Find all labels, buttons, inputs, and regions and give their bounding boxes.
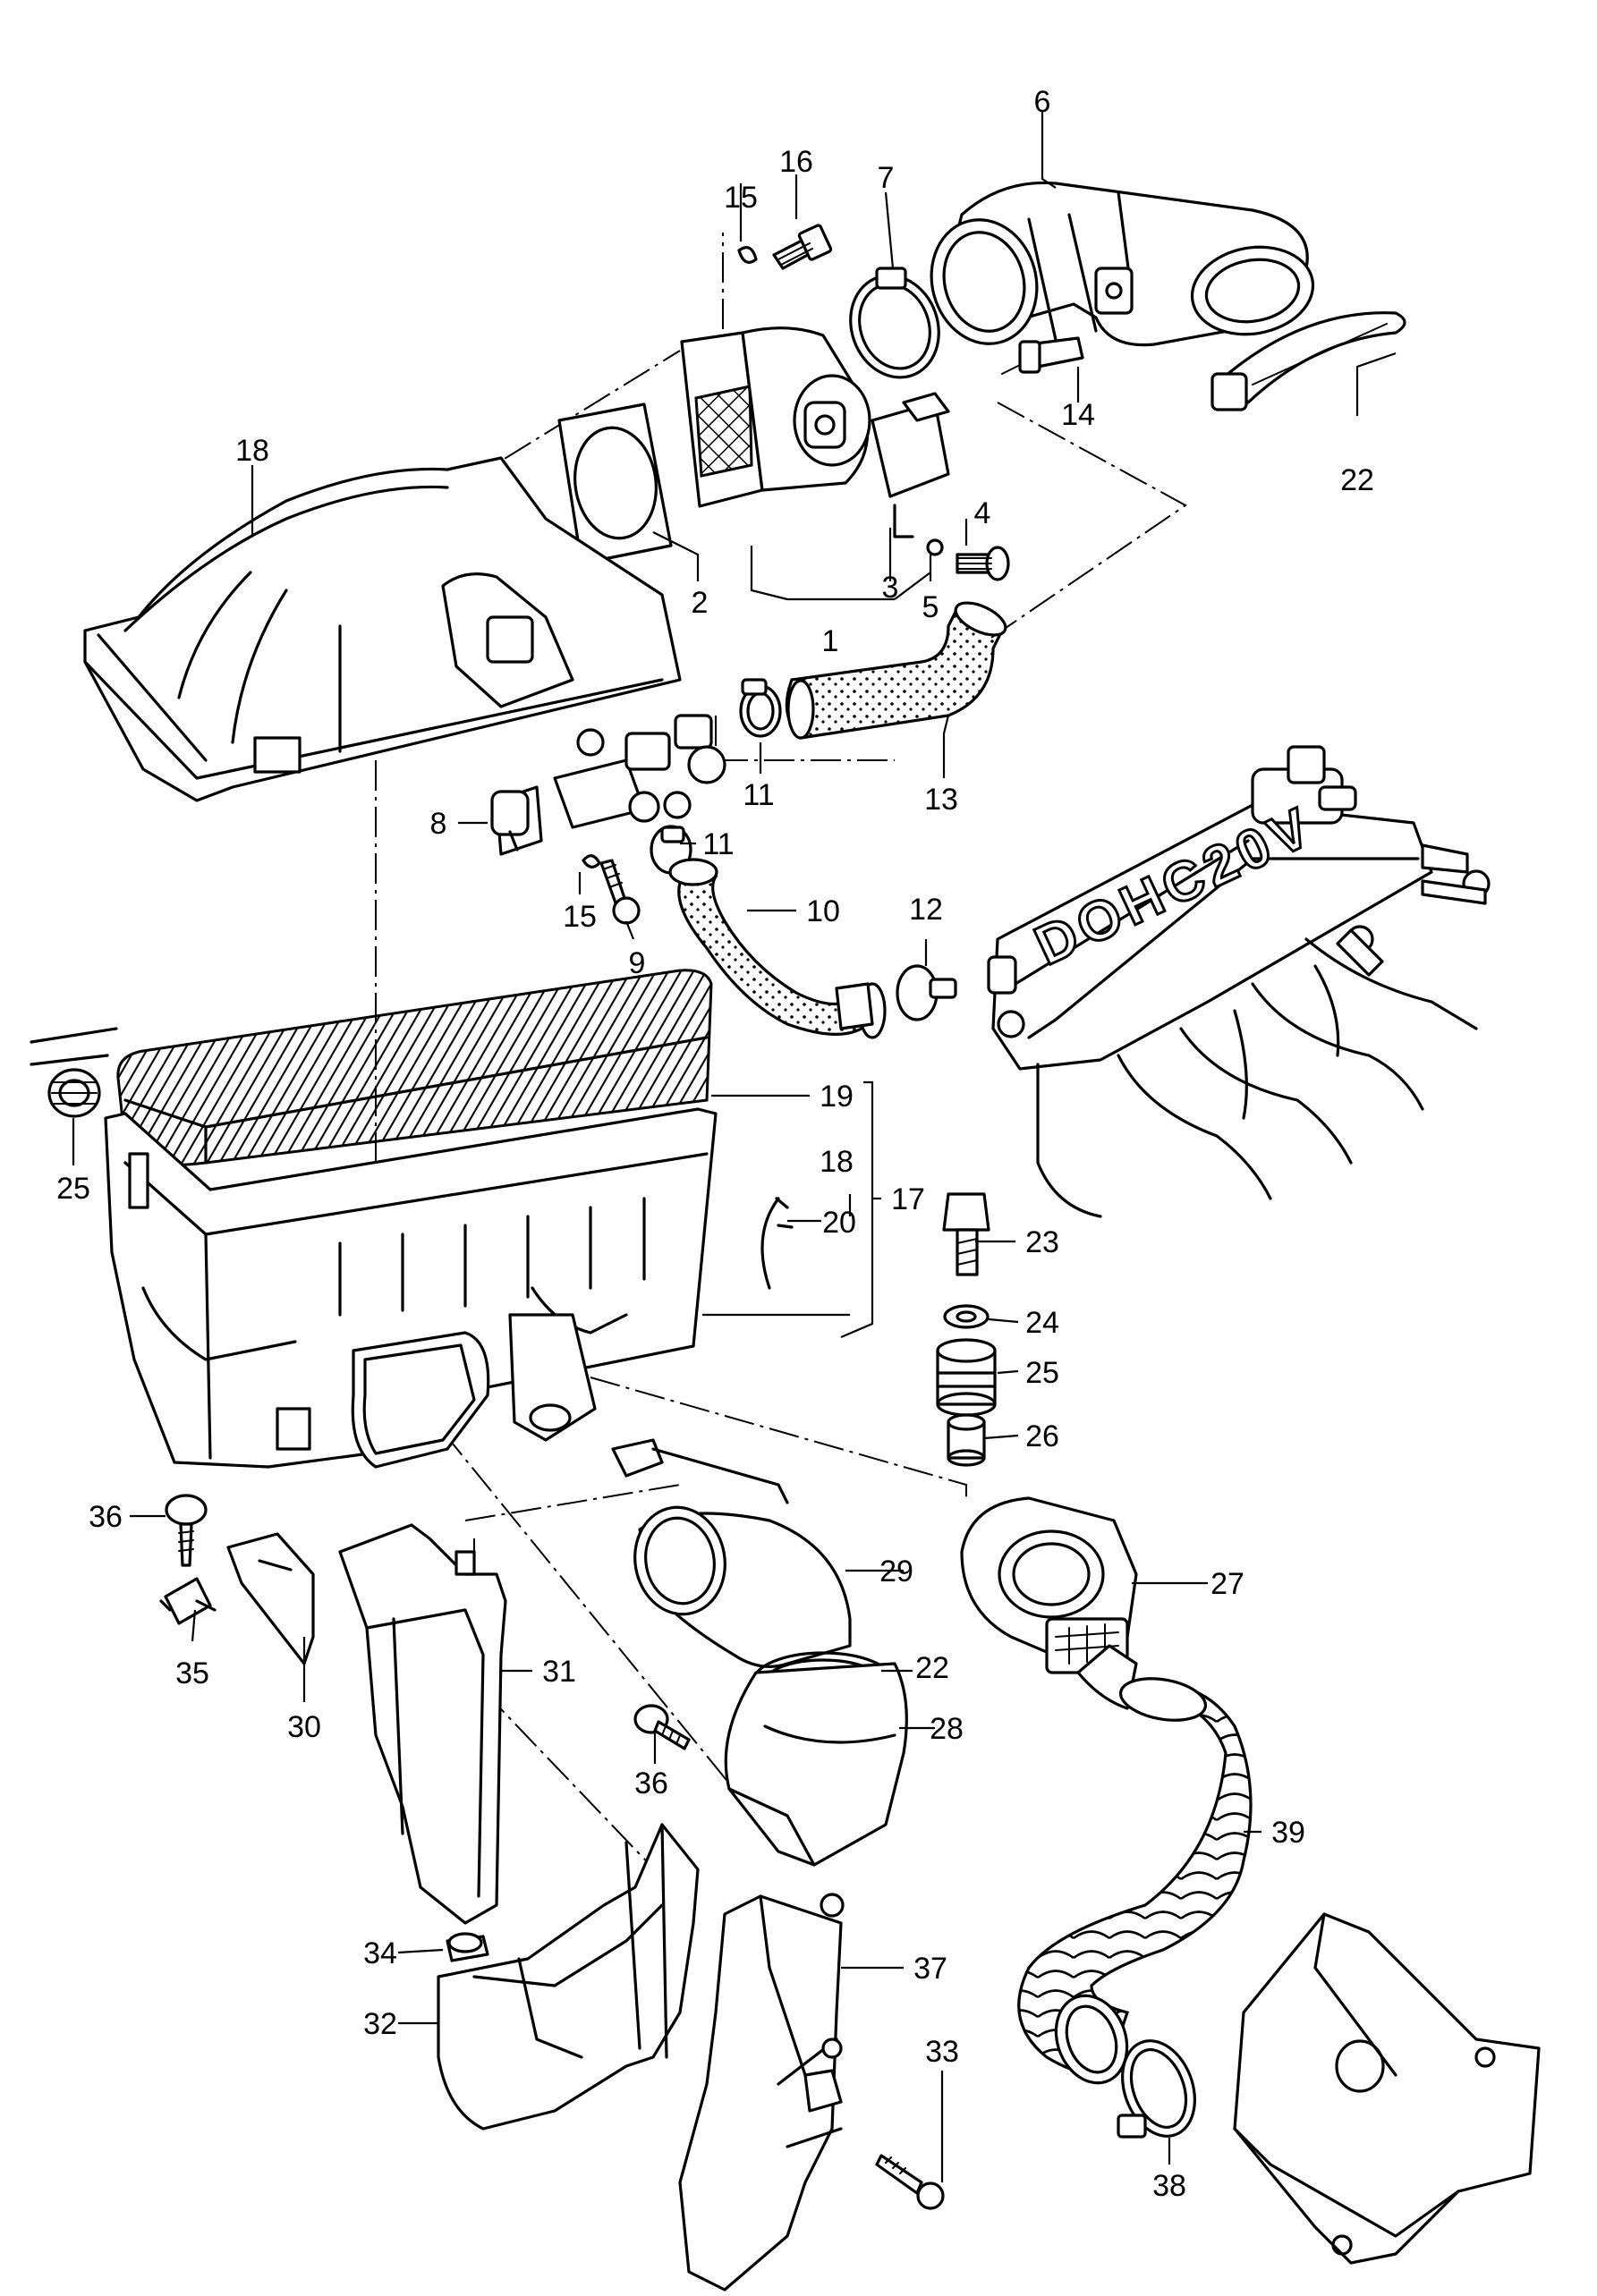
part-13-hose [785, 601, 1007, 740]
part-30-bracket [226, 1532, 315, 1665]
callout-19: 19 [820, 1080, 854, 1114]
callout-22-top: 22 [1340, 463, 1374, 497]
part-33-screw [875, 2154, 945, 2210]
callout-9: 9 [629, 946, 646, 980]
callout-6: 6 [1034, 85, 1051, 119]
callout-15-lower: 15 [563, 900, 597, 934]
callout-31: 31 [542, 1655, 576, 1689]
callout-25-right: 25 [1025, 1356, 1059, 1390]
callout-2: 2 [692, 586, 709, 620]
part-24-washer [943, 1304, 990, 1329]
part-27-air-flow-meter [960, 1496, 1138, 1710]
callout-4: 4 [974, 496, 991, 530]
part-28-housing [724, 1662, 908, 1867]
part-34-nut [446, 1932, 489, 1962]
part-36-screw-lower [633, 1704, 691, 1750]
heat-shield [1233, 1912, 1541, 2265]
callout-35: 35 [175, 1656, 209, 1690]
callout-22-lower: 22 [915, 1651, 949, 1685]
part-14-sender [1001, 336, 1084, 375]
part-23-bolt [942, 1192, 990, 1276]
part-18-filter-upper-housing [83, 456, 682, 802]
part-15-washer-lower [582, 854, 601, 868]
callout-25-left: 25 [56, 1172, 90, 1206]
part-32-duct [437, 1823, 700, 2131]
callout-34: 34 [363, 1936, 397, 1970]
part-16-bolt [772, 224, 833, 270]
part-20-clip [760, 1197, 794, 1290]
part-12-clamp [896, 964, 957, 1021]
callout-32: 32 [363, 2007, 397, 2041]
callout-7: 7 [878, 161, 895, 195]
part-22-clamp-top [1210, 311, 1406, 411]
callout-16: 16 [779, 145, 813, 179]
part-35-clip [159, 1577, 217, 1625]
callout-27: 27 [1210, 1567, 1244, 1601]
callout-3: 3 [882, 571, 899, 605]
callout-10: 10 [806, 894, 840, 928]
leader-lines [72, 112, 1397, 2182]
part-39-flex-hose [1017, 1677, 1253, 2085]
intake-manifold: DOHC20V [987, 745, 1491, 1218]
callout-39: 39 [1271, 1816, 1305, 1850]
callout-28: 28 [930, 1712, 964, 1746]
part-26-spacer [947, 1413, 986, 1467]
part-4-screw [956, 546, 1010, 581]
part-3-control-unit [871, 392, 950, 538]
part-15-washer-top [737, 246, 758, 264]
callout-labels: 6 16 15 7 14 22 18 2 3 5 4 1 11 13 8 11 … [56, 85, 1374, 2203]
part-38-clamp [1117, 2039, 1196, 2139]
callout-20: 20 [822, 1206, 856, 1240]
part-17-filter-lower-housing [104, 1107, 718, 1469]
part-36-screw-left [165, 1494, 208, 1567]
callout-29: 29 [879, 1555, 913, 1589]
part-6-intake-boot [930, 181, 1315, 347]
callout-24: 24 [1025, 1306, 1059, 1340]
callout-18-lower: 18 [820, 1145, 854, 1179]
callout-33: 33 [925, 2035, 959, 2069]
callout-8: 8 [430, 807, 447, 841]
part-25-mount [936, 1338, 997, 1417]
part-11-clamp-upper [739, 678, 782, 738]
part-37-duct [678, 1893, 845, 2292]
callout-23: 23 [1025, 1225, 1059, 1259]
callout-36-left: 36 [89, 1500, 123, 1534]
part-29-elbow [611, 1438, 852, 1668]
callout-11-lower: 11 [702, 827, 734, 861]
part-31-duct [338, 1523, 507, 1925]
callout-1: 1 [822, 624, 839, 658]
part-10-hose [668, 858, 887, 1039]
callout-36-lower: 36 [634, 1766, 668, 1800]
part-1-air-mass-meter [680, 326, 871, 508]
callout-37: 37 [913, 1952, 947, 1986]
callout-18-top: 18 [235, 434, 269, 468]
callout-26: 26 [1025, 1419, 1059, 1453]
callout-11-upper: 11 [743, 778, 774, 812]
part-7-hose-clamp [849, 267, 940, 379]
part-9-bolt [599, 859, 641, 925]
callout-5: 5 [922, 590, 939, 624]
part-2-gasket [557, 402, 673, 565]
callout-17: 17 [891, 1182, 925, 1216]
part-25-grommet-left [30, 1027, 118, 1118]
part-8-valve [490, 714, 726, 856]
callout-30: 30 [287, 1710, 321, 1744]
callout-14: 14 [1061, 398, 1095, 432]
callout-15-top: 15 [724, 181, 758, 215]
callout-13: 13 [924, 783, 958, 817]
callout-38: 38 [1152, 2169, 1186, 2203]
callout-12: 12 [909, 893, 943, 927]
part-5-washer [926, 538, 944, 556]
